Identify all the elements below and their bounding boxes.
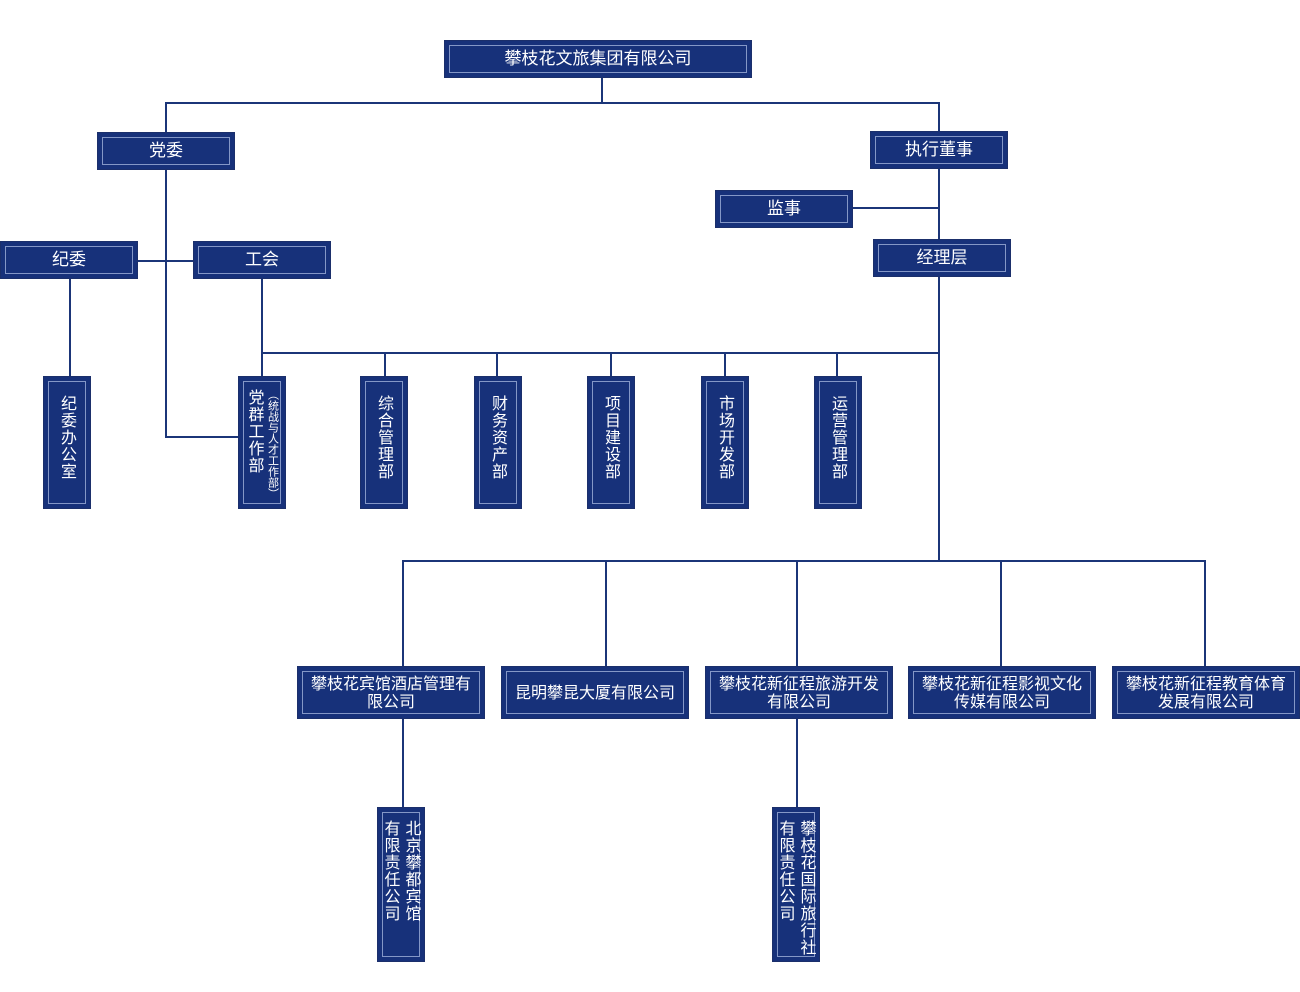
connector-line — [1204, 560, 1206, 667]
party-committee-node: 党委 — [97, 132, 235, 170]
party-affairs-dept-note: （统战与人才工作部） — [266, 389, 280, 499]
subsidiary-label: 攀枝花宾馆酒店管理有限公司 — [310, 673, 471, 711]
connector-line — [165, 168, 167, 438]
connector-line — [796, 717, 798, 808]
travel-agency-node: 攀枝花国际旅行社 有限责任公司 — [772, 807, 820, 962]
subsidiary-label: 攀枝花新征程影视文化传媒有限公司 — [921, 673, 1082, 711]
connector-line — [724, 352, 726, 377]
executive-director-label: 执行董事 — [905, 140, 973, 160]
subsidiary-label: 攀枝花新征程教育体育发展有限公司 — [1125, 673, 1286, 711]
department-label: 财务资产部 — [489, 395, 508, 480]
subsidiary-node: 昆明攀昆大厦有限公司 — [501, 666, 689, 719]
supervisor-label: 监事 — [767, 199, 801, 219]
management-node: 经理层 — [873, 239, 1011, 277]
subsidiary-label: 昆明攀昆大厦有限公司 — [514, 682, 675, 702]
connector-line — [261, 352, 940, 354]
department-label: 运营管理部 — [829, 395, 848, 480]
department-label: 市场开发部 — [716, 395, 735, 480]
connector-line — [938, 168, 940, 240]
discipline-committee-node: 纪委 — [0, 241, 138, 279]
department-node: 市场开发部 — [701, 376, 749, 509]
department-label: 综合管理部 — [375, 395, 394, 480]
discipline-office-node: 纪委办公室 — [43, 376, 91, 509]
subsidiary-label: 攀枝花新征程旅游开发有限公司 — [718, 673, 879, 711]
party-affairs-dept-node: （统战与人才工作部） 党群工作部 — [238, 376, 286, 509]
connector-line — [796, 560, 798, 667]
connector-line — [402, 560, 1206, 562]
connector-line — [384, 352, 386, 377]
connector-line — [605, 560, 607, 667]
executive-director-node: 执行董事 — [870, 131, 1008, 169]
connector-line — [938, 275, 940, 562]
connector-line — [1000, 560, 1002, 667]
connector-line — [938, 102, 940, 132]
connector-line — [69, 277, 71, 377]
connector-line — [402, 560, 404, 667]
connector-line — [261, 277, 263, 377]
connector-line — [836, 352, 838, 377]
root-company-label: 攀枝花文旅集团有限公司 — [504, 49, 692, 69]
subsidiary-node: 攀枝花新征程影视文化传媒有限公司 — [908, 666, 1096, 719]
connector-line — [496, 352, 498, 377]
subsidiary-node: 攀枝花新征程教育体育发展有限公司 — [1112, 666, 1300, 719]
connector-line — [165, 436, 239, 438]
beijing-hotel-label-line2: 有限责任公司 — [381, 820, 401, 922]
connector-line — [136, 260, 194, 262]
connector-line — [402, 717, 404, 808]
party-affairs-dept-label: 党群工作部 — [245, 389, 265, 474]
discipline-office-label: 纪委办公室 — [58, 395, 77, 480]
travel-agency-label-line1: 攀枝花国际旅行社 — [797, 820, 817, 956]
department-label: 项目建设部 — [602, 395, 621, 480]
management-label: 经理层 — [916, 248, 968, 268]
connector-line — [610, 352, 612, 377]
labor-union-node: 工会 — [193, 241, 331, 279]
travel-agency-label-line2: 有限责任公司 — [776, 820, 796, 922]
department-node: 运营管理部 — [814, 376, 862, 509]
beijing-hotel-node: 北京攀都宾馆 有限责任公司 — [377, 807, 425, 962]
department-node: 财务资产部 — [474, 376, 522, 509]
connector-line — [852, 207, 940, 209]
root-company-node: 攀枝花文旅集团有限公司 — [444, 40, 752, 78]
department-node: 综合管理部 — [360, 376, 408, 509]
connector-line — [165, 102, 167, 132]
subsidiary-node: 攀枝花宾馆酒店管理有限公司 — [297, 666, 485, 719]
supervisor-node: 监事 — [715, 190, 853, 228]
labor-union-label: 工会 — [245, 250, 279, 270]
discipline-committee-label: 纪委 — [52, 250, 86, 270]
connector-line — [165, 102, 940, 104]
beijing-hotel-label-line1: 北京攀都宾馆 — [402, 820, 422, 922]
connector-line — [601, 76, 603, 104]
department-node: 项目建设部 — [587, 376, 635, 509]
subsidiary-node: 攀枝花新征程旅游开发有限公司 — [705, 666, 893, 719]
party-committee-label: 党委 — [149, 141, 183, 161]
